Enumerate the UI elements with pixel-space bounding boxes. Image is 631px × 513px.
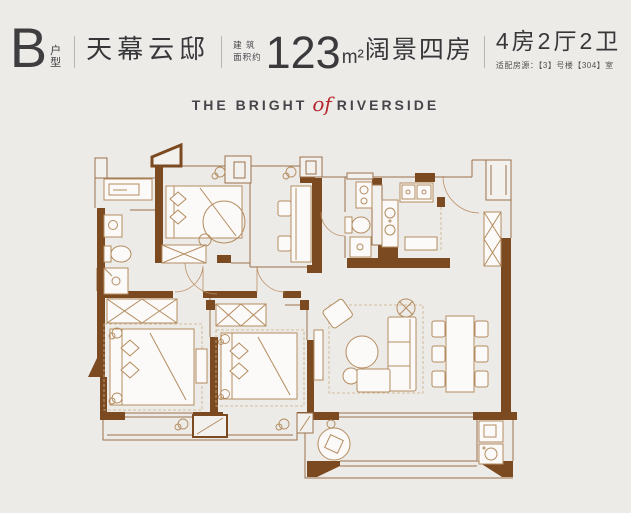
chair-icon [431,370,446,388]
chair-icon [431,320,446,338]
stove-icon [381,199,399,248]
wardrobe-icon [106,298,178,324]
desk-icon [290,185,312,263]
washer-icon [478,443,504,465]
area-value: 123 [265,27,341,78]
chair-icon [474,320,489,338]
header: B 户型 天幕云邸 建 筑面积约 123 m² 阔景四房 4房2厅2卫 适配房源… [0,16,631,80]
window-icon [346,172,374,180]
laundry-sink-icon [478,420,504,443]
living-room [313,298,424,394]
brand-logo: THE BRIGHT of RIVERSIDE [0,92,631,118]
window-icon [485,159,512,201]
bedroom-3 [215,303,305,407]
coffee-table-icon [345,335,379,369]
plant-icon [275,418,290,431]
round-chair-icon [202,200,246,244]
toilet-icon [103,245,112,263]
area-prefix-label: 建 筑面积约 [233,40,262,62]
plant-icon [108,327,123,340]
plant-icon [218,389,230,400]
lounge-chair-icon [317,427,351,461]
kitchen [381,182,438,251]
chair-icon [474,345,489,363]
balcony-left [174,418,290,431]
dining-table-icon [445,315,475,393]
plant-icon [174,418,189,431]
listing-note: 适配房源：【3】号楼【304】室 [495,61,614,70]
door-arcs [174,175,480,295]
counter-icon [404,236,438,251]
dining-room [431,315,489,393]
door-icon [256,265,286,293]
chair-icon [277,200,292,217]
chair-icon [431,345,446,363]
bathroom-1 [103,214,132,295]
toilet-icon [344,216,353,234]
divider [74,36,76,68]
plant-icon [108,392,123,405]
rooms-block: 4房2厅2卫 适配房源：【3】号楼【304】室 [496,22,621,71]
door-icon [184,262,218,295]
wardrobe-icon [215,303,267,327]
walls [88,142,517,477]
area-description: 阔景四房 [364,36,473,64]
tv-console-icon [313,329,324,381]
divider [483,36,485,68]
chair-icon [474,370,489,388]
decor-plants [211,166,297,180]
chair-icon [277,235,292,252]
door-icon [320,211,346,237]
bathroom-2 [344,181,373,258]
nightstand-icon [195,348,208,384]
unit-type-label: 户型 [50,44,62,70]
logo-text-right: RIVERSIDE [336,97,440,113]
plant-icon [211,166,226,180]
master-bedroom [103,298,208,411]
bed-icon [109,328,195,406]
sink-icon [103,214,123,238]
entry-closet [103,178,153,201]
window-icon [94,157,108,179]
divider [221,36,223,68]
unit-letter: B [9,16,47,80]
bed-icon [220,332,298,400]
bedroom-1 [161,185,246,264]
cabinet-icon [103,178,153,201]
windows [94,155,512,438]
entry-door-icon [442,175,480,214]
plant-icon [282,166,297,180]
entry-hall [483,211,502,267]
sofa-icon [387,316,417,392]
logo-text-left: THE BRIGHT [191,97,308,113]
closet-icon [483,211,502,267]
study [277,185,312,263]
area-unit: m² [341,47,364,68]
shower-icon [349,236,372,258]
balcony-right [317,419,504,465]
plant-icon [218,334,230,345]
chaise-icon [356,368,391,393]
logo-text-script: of [312,92,332,116]
project-name: 天幕云邸 [86,34,211,64]
rooms-summary: 4房2厅2卫 [495,28,622,54]
armchair-icon [322,298,353,329]
